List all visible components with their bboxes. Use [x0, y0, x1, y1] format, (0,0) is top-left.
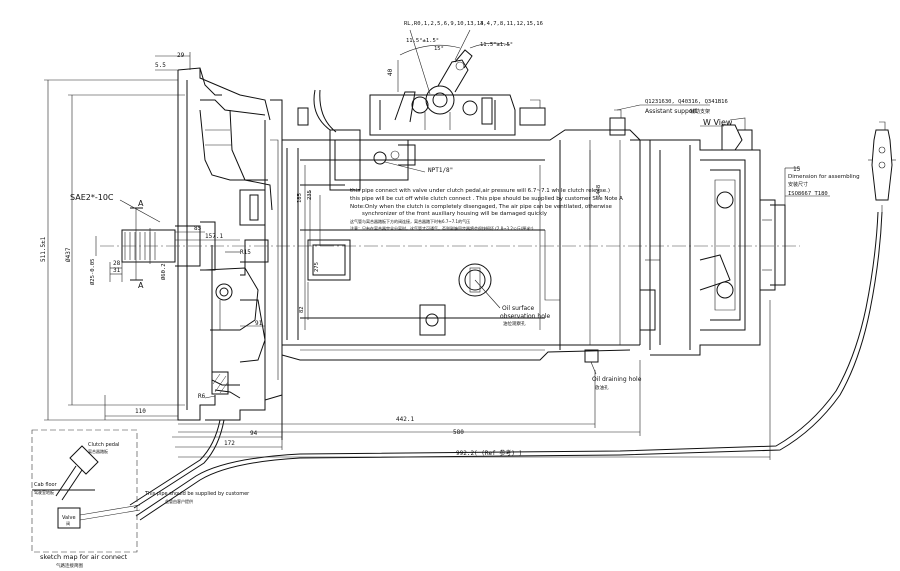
dim-172: 172	[224, 440, 235, 447]
main-housing	[281, 129, 651, 363]
dim-40: 40	[387, 68, 394, 76]
dim-1448: 1448	[596, 185, 602, 198]
dim-4421: 442.1	[396, 416, 414, 423]
note-cn-1: 这气管与离合器踏板下方的阀连接，离合器踏下时有6.7~7.1的气压	[350, 218, 470, 224]
dimension-lines	[44, 29, 830, 460]
dim-28: 28	[113, 260, 121, 267]
dim-94: 94	[250, 430, 258, 437]
oil-drain: Oil draining hole	[592, 376, 642, 383]
dim-275: 275	[314, 262, 320, 272]
dim-assembling-cn: 安装尺寸	[788, 181, 808, 188]
note-line-1: this pipe connect with valve under clutc…	[350, 188, 610, 194]
top-codes-right: 3,4,7,8,11,12,15,16	[480, 21, 543, 27]
sketch-map-caption-cn: 气路连接简图	[56, 562, 83, 569]
dim-82: 82	[299, 306, 305, 313]
sketch-map-box	[31, 429, 141, 553]
dim-55: 5.5	[155, 62, 166, 69]
valve-label-cn: 阀	[66, 520, 70, 526]
top-codes-left: RL,R0,1,2,5,6,9,10,13,14	[404, 21, 484, 27]
assistant-support-cn: 辅助支架	[690, 108, 710, 115]
dim-235: 235	[307, 190, 313, 200]
section-a-top: A	[138, 199, 144, 208]
npt-label: NPT1/8"	[428, 167, 453, 174]
dim-31: 31	[113, 267, 121, 274]
note-cn-2: 注意：只有在离合器完全分离时，这气管才可通气，否则副箱同步器将会很快损坏 (2.…	[350, 225, 534, 231]
dim-85: 85	[194, 225, 202, 232]
dim-185: 185	[297, 193, 303, 203]
dim-511: 511.5±1	[40, 236, 47, 262]
clutch-pedal-cn: 离合器踏板	[88, 448, 108, 454]
oil-drain-cn: 放油孔	[595, 384, 609, 391]
air-pipe	[129, 211, 883, 521]
cab-floor-cn: 驾驶室地板	[34, 489, 54, 495]
valve-label: Valve	[62, 515, 76, 521]
section-a-bottom: A	[138, 281, 144, 290]
cab-floor: Cab floor	[34, 482, 58, 488]
dim-1571: 157.1	[205, 233, 223, 240]
angle-left: 11.5°±1.5°	[406, 38, 439, 44]
oil-observation-cn: 油位观察孔	[503, 320, 526, 327]
sae-label: SAE2*-10C	[70, 193, 114, 202]
dim-r15: R15	[240, 249, 251, 256]
dim-r6: R6	[198, 393, 206, 400]
flange-code: ISO8667 T180	[788, 191, 828, 197]
oil-surface: Oil surface	[502, 305, 534, 312]
part-numbers: Q1231630, Q40316, Q341B16	[645, 99, 728, 105]
dim-110: 110	[135, 408, 146, 415]
dim-29: 29	[177, 52, 185, 59]
pipe-customer: This pipe should be supplied by customer	[144, 491, 250, 497]
dim-9922: 992.2( (Ref 参考) )	[456, 449, 522, 457]
dim-assembling: Dimension for assembling	[788, 174, 860, 180]
dim-phi437: Ø437	[65, 247, 72, 262]
angle-left-nom: 15°	[434, 46, 444, 52]
note-line-2: this pipe will be cut off while clutch c…	[350, 196, 623, 202]
clutch-pedal: Clutch pedal	[88, 442, 119, 448]
note-line-4: synchronizer of the front auxiliary hous…	[362, 211, 548, 217]
dim-15: 15	[793, 166, 801, 173]
assistant-support: Assistant support	[645, 108, 698, 115]
shifter-assembly	[297, 49, 546, 191]
dim-580: 580	[453, 429, 464, 436]
dim-91: 91	[255, 320, 263, 327]
dim-phi60: Ø60.2	[160, 263, 167, 280]
w-view: W View	[703, 118, 733, 127]
sketch-map-caption: sketch map for air connect	[40, 553, 128, 561]
angle-right: 11.5°±1.5°	[480, 42, 513, 48]
dim-phi25: Ø25-0.05	[89, 259, 96, 286]
bell-housing	[177, 67, 283, 440]
oil-observation: observation hole	[500, 313, 551, 320]
pipe-customer-cn: 此管由客户提供	[165, 498, 193, 504]
note-line-3: Note:Only when the clutch is completely …	[350, 204, 612, 210]
right-valve	[868, 121, 896, 212]
labels: RL,R0,1,2,5,6,9,10,13,14 3,4,7,8,11,12,1…	[34, 21, 860, 569]
rear-aux-housing	[609, 109, 786, 356]
